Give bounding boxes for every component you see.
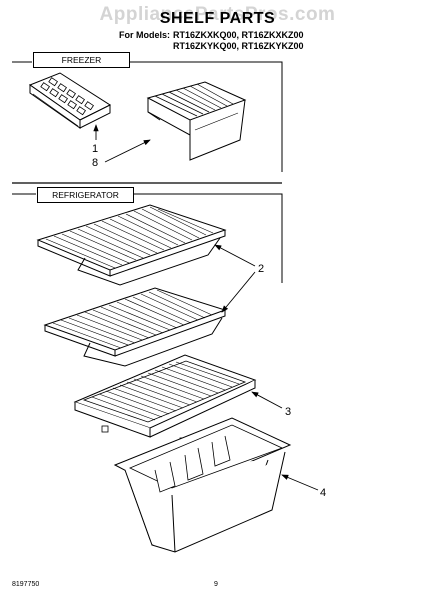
wire-shelf-lower [43, 287, 227, 367]
ice-cube-tray [28, 72, 112, 129]
crisper-cover [73, 354, 257, 444]
callout-8: 8 [92, 157, 99, 169]
leader-lines-shelves [214, 244, 256, 313]
leader-line-3 [251, 391, 283, 409]
page-number: 9 [214, 581, 218, 588]
document-number: 8197750 [12, 581, 40, 588]
watermark: AppliancePartsPros.com [99, 4, 336, 25]
freezer-frame [12, 61, 283, 172]
refrigerator-section-label: REFRIGERATOR [37, 187, 134, 203]
wire-shelf-upper [36, 204, 227, 286]
callout-4: 4 [320, 487, 327, 499]
page-title: SHELF PARTS [159, 10, 276, 27]
models-line-2: RT16ZKYKQ00, RT16ZKYKZ00 [173, 41, 304, 51]
freezer-shelf [146, 81, 247, 161]
models-line-1: RT16ZKXKQ00, RT16ZKXKZ00 [173, 30, 304, 40]
leader-line-4 [281, 474, 319, 491]
freezer-section-label: FREEZER [33, 52, 130, 68]
callout-3: 3 [285, 406, 292, 418]
leader-lines-freezer [93, 124, 151, 163]
crisper-drawer [113, 417, 292, 553]
callout-2: 2 [258, 263, 265, 275]
refrigerator-frame [12, 193, 283, 283]
callout-1: 1 [92, 143, 99, 155]
models-prefix: For Models: [119, 30, 170, 40]
